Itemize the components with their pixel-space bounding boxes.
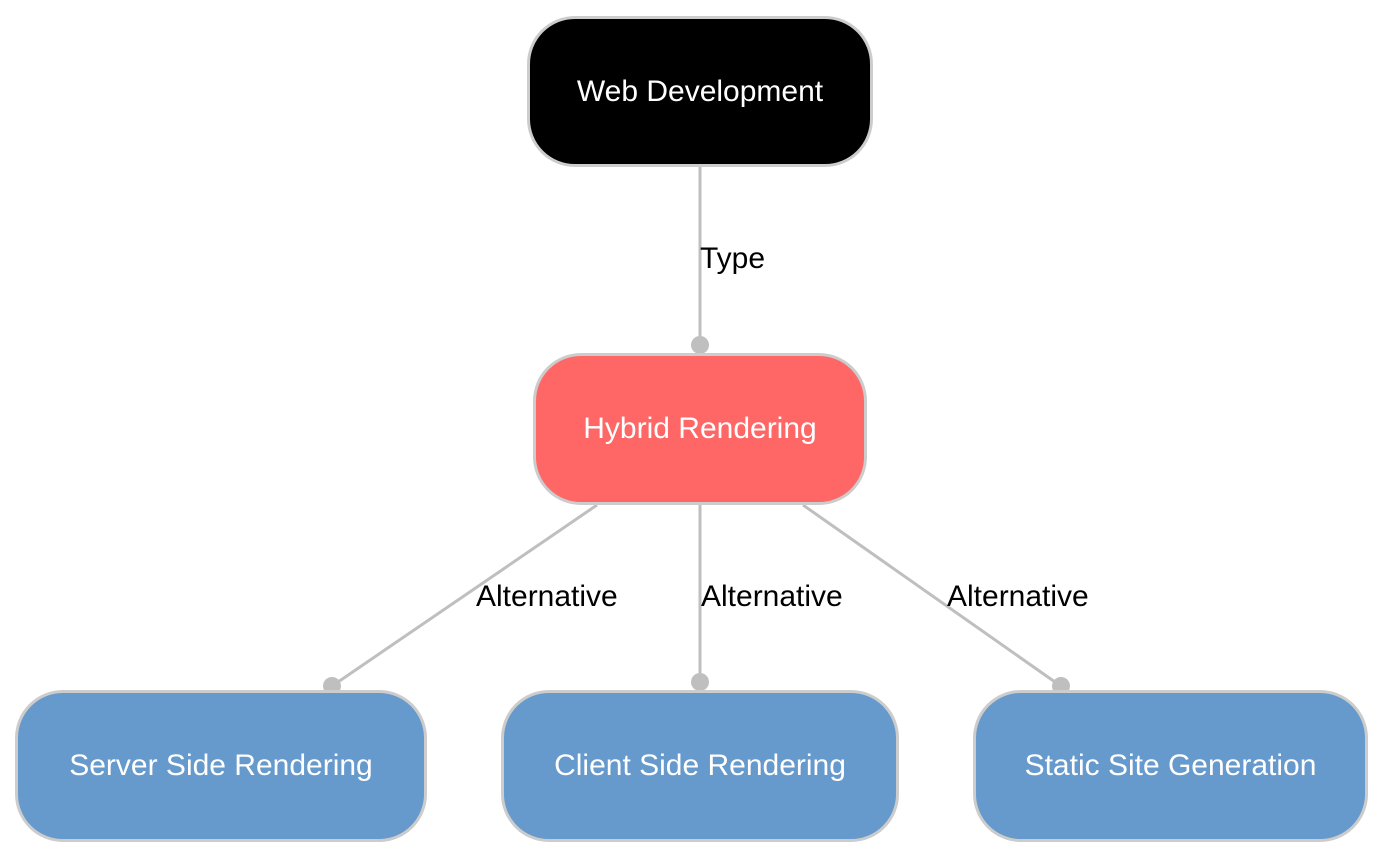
edge-alt-csr: Alternative [691, 505, 843, 691]
node-static-site-generation: Static Site Generation [973, 690, 1368, 842]
edge-alt-ssg-label: Alternative [947, 580, 1089, 613]
node-web-development: Web Development [527, 16, 873, 167]
edge-type-dot [691, 336, 709, 354]
edge-alt-ssr-line [337, 503, 598, 684]
edge-alt-csr-dot [691, 673, 709, 691]
node-hybrid-rendering-label: Hybrid Rendering [583, 412, 817, 445]
edge-type: Type [691, 167, 765, 354]
node-server-side-rendering: Server Side Rendering [15, 690, 427, 842]
node-web-development-label: Web Development [576, 74, 824, 108]
node-client-side-rendering: Client Side Rendering [501, 690, 899, 842]
edge-type-label: Type [700, 242, 765, 275]
edge-alt-csr-label: Alternative [701, 580, 843, 613]
node-hybrid-rendering: Hybrid Rendering [533, 353, 867, 505]
edge-alt-ssr-label: Alternative [476, 580, 618, 613]
node-static-site-generation-label: Static Site Generation [1024, 749, 1317, 782]
node-client-side-rendering-label: Client Side Rendering [554, 749, 846, 782]
edge-alt-ssg: Alternative [802, 503, 1089, 695]
edge-alt-ssg-line [802, 503, 1056, 684]
node-server-side-rendering-label: Server Side Rendering [69, 749, 373, 782]
edge-alt-ssr: Alternative [323, 503, 618, 695]
